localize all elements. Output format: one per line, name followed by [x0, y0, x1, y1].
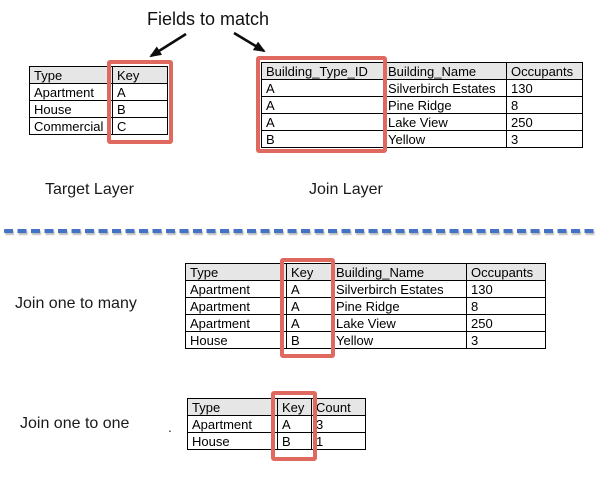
table-cell: A: [286, 314, 332, 332]
table-cell: B: [261, 130, 384, 148]
join-one-to-one-label: Join one to one: [20, 415, 130, 432]
target-layer-caption: Target Layer: [45, 181, 134, 198]
column-header: Building_Name: [331, 263, 467, 281]
column-header: Key: [286, 263, 332, 281]
table-cell: B: [277, 432, 312, 450]
column-header: Building_Name: [383, 62, 507, 80]
table-cell: Pine Ridge: [383, 96, 507, 114]
fields-to-match-title: Fields to match: [147, 9, 270, 29]
join-layer-caption: Join Layer: [309, 181, 383, 198]
column-header: Type: [185, 263, 287, 281]
table-cell: 250: [506, 113, 583, 131]
join-one-to-many-label: Join one to many: [15, 295, 137, 312]
table-cell: Lake View: [383, 113, 507, 131]
column-header: Occupants: [466, 263, 546, 281]
table-cell: Apartment: [185, 314, 287, 332]
table-cell: A: [261, 96, 384, 114]
table-cell: 3: [311, 415, 366, 433]
table-cell: C: [112, 117, 168, 135]
table-cell: House: [29, 100, 113, 118]
table-cell: A: [286, 297, 332, 315]
column-header: Type: [187, 398, 278, 416]
table-cell: Silverbirch Estates: [383, 79, 507, 97]
column-header: Key: [277, 398, 312, 416]
table-cell: 3: [506, 130, 583, 148]
table-cell: Yellow: [331, 331, 467, 349]
arrow-to-target-key-icon: [149, 32, 187, 58]
table-cell: Commercial: [29, 117, 113, 135]
table-cell: House: [187, 432, 278, 450]
table-cell: A: [112, 83, 168, 101]
table-cell: Apartment: [187, 415, 278, 433]
table-cell: A: [286, 280, 332, 298]
arrow-to-join-key-icon: [233, 31, 266, 53]
table-cell: B: [112, 100, 168, 118]
table-cell: Apartment: [29, 83, 113, 101]
table-cell: Yellow: [383, 130, 507, 148]
table-cell: 8: [466, 297, 546, 315]
dashed-divider: [4, 229, 596, 233]
table-cell: 250: [466, 314, 546, 332]
table-cell: Lake View: [331, 314, 467, 332]
column-header: Count: [311, 398, 366, 416]
column-header: Type: [29, 66, 113, 84]
table-cell: Pine Ridge: [331, 297, 467, 315]
column-header: Key: [112, 66, 168, 84]
table-cell: 130: [466, 280, 546, 298]
table-cell: A: [261, 79, 384, 97]
stray-dot: .: [168, 419, 172, 435]
table-cell: Silverbirch Estates: [331, 280, 467, 298]
table-cell: 3: [466, 331, 546, 349]
table-cell: 8: [506, 96, 583, 114]
table-cell: A: [261, 113, 384, 131]
table-cell: 1: [311, 432, 366, 450]
column-header: Building_Type_ID: [261, 62, 384, 80]
table-cell: A: [277, 415, 312, 433]
table-cell: 130: [506, 79, 583, 97]
table-cell: Apartment: [185, 280, 287, 298]
table-cell: B: [286, 331, 332, 349]
column-header: Occupants: [506, 62, 583, 80]
table-cell: Apartment: [185, 297, 287, 315]
table-cell: House: [185, 331, 287, 349]
